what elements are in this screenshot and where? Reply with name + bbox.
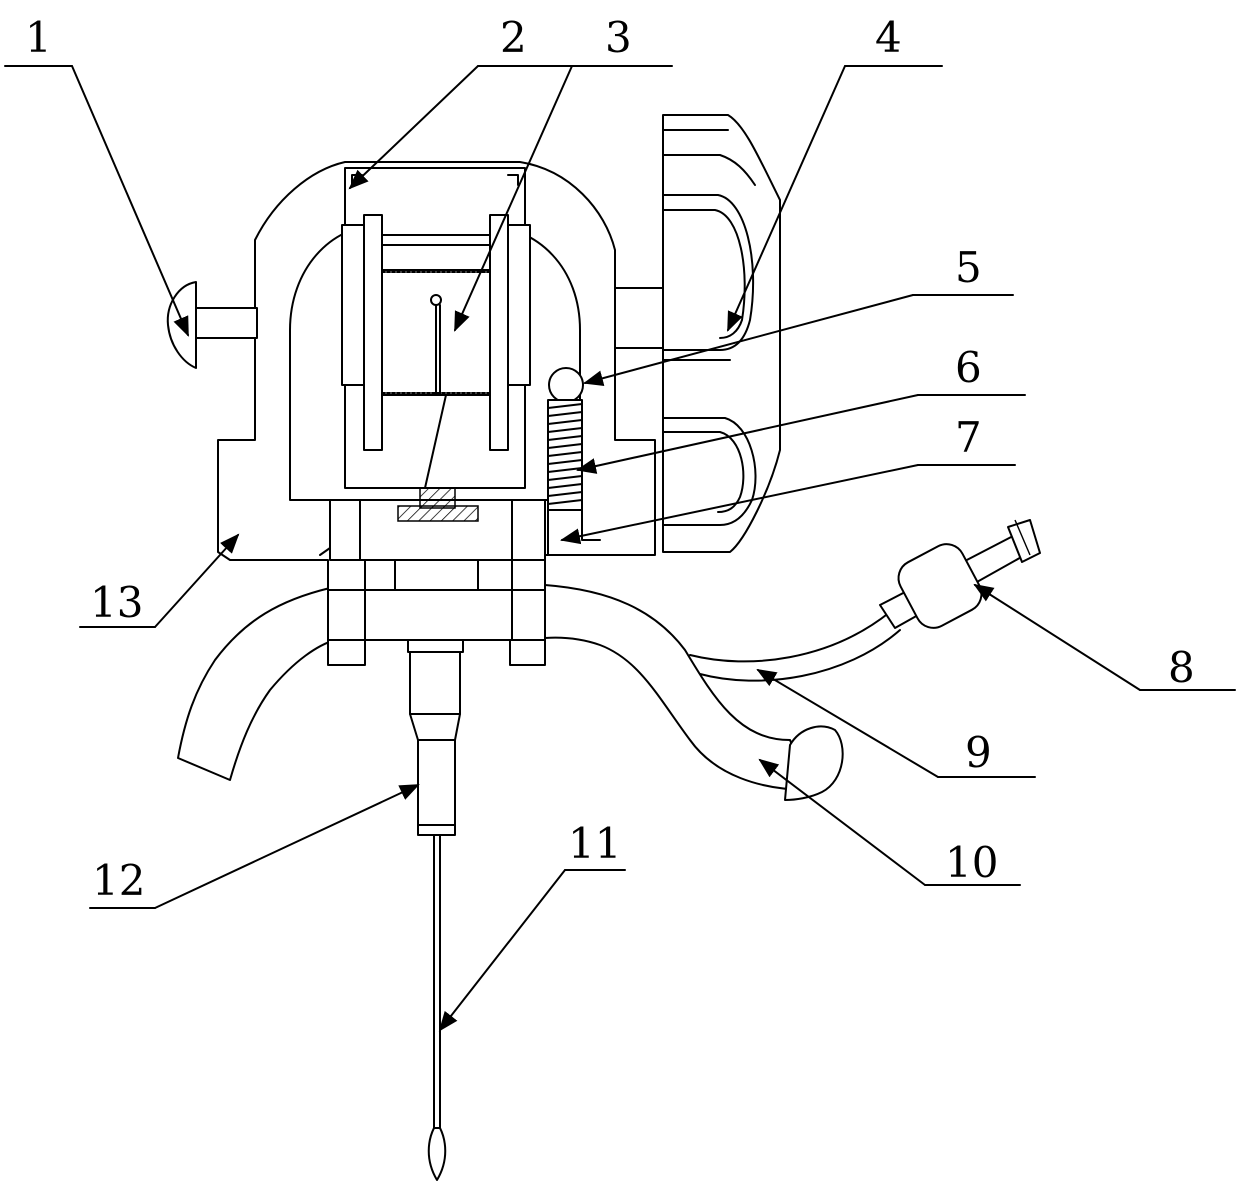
label-1: 1 — [25, 13, 52, 62]
needle-assembly — [408, 640, 463, 1180]
label-13: 13 — [90, 578, 143, 627]
label-9: 9 — [965, 728, 992, 777]
label-8: 8 — [1168, 643, 1195, 692]
label-2: 2 — [500, 13, 527, 62]
label-4: 4 — [875, 13, 902, 62]
label-11: 11 — [568, 819, 621, 868]
label-3: 3 — [605, 13, 632, 62]
thin-tube — [690, 612, 900, 681]
drain-tube — [545, 585, 843, 800]
left-knob — [168, 282, 257, 368]
left-tube — [178, 588, 335, 780]
label-7: 7 — [955, 413, 982, 462]
inner-frame — [342, 168, 530, 521]
label-6: 6 — [955, 343, 982, 392]
label-5: 5 — [955, 243, 982, 292]
label-10: 10 — [945, 838, 998, 887]
luer-connector — [880, 520, 1040, 634]
label-12: 12 — [92, 856, 145, 905]
